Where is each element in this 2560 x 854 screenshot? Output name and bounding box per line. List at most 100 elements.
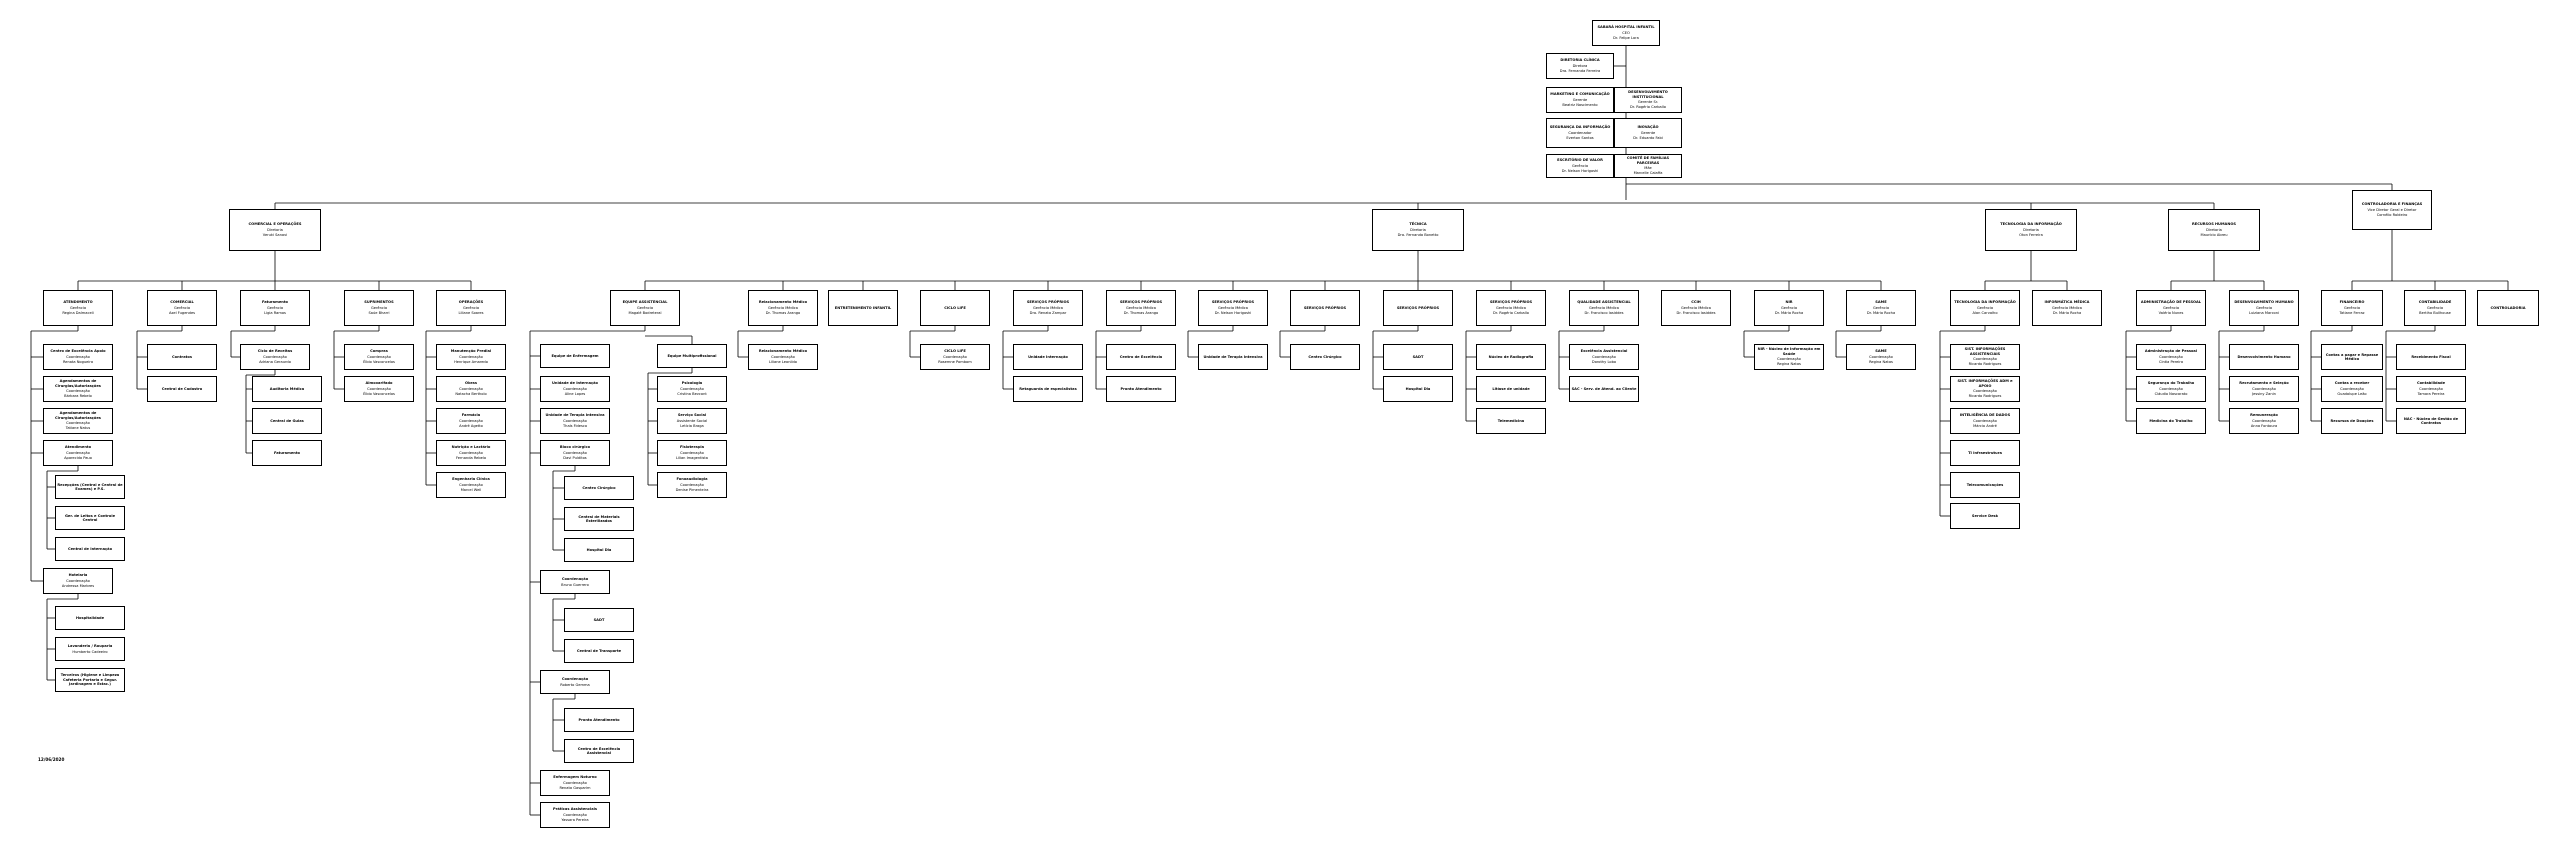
org-box-line: Rosemne Pombom [938, 360, 972, 365]
org-box-title: COMERCIAL E OPERAÇÕES [248, 222, 302, 227]
org-box-cme: Central de Materiais Esterilizados [564, 507, 634, 531]
org-box-title: Recursos de Doações [2330, 418, 2374, 423]
org-box-title: Pronto Atendimento [1120, 386, 1162, 391]
org-box-line: Ricardo Rodrigues [1968, 362, 2002, 367]
org-box-line: Letícia Braga [680, 424, 704, 429]
org-box-title: Ger. de Leitos e Controle Central [64, 513, 116, 522]
org-box-hospital-dia-sp: Hospital Dia [1383, 376, 1453, 402]
org-box-title: Service Desk [1971, 513, 1999, 518]
org-box-title: Central de Guias [270, 418, 304, 423]
org-box-medicina-trab: Medicina do Trabalho [2136, 408, 2206, 434]
org-box-title: Fisioterapia [679, 445, 705, 450]
org-box-title: Litíase de unidade [1492, 386, 1530, 391]
org-box-title: Atendimento [64, 445, 92, 450]
org-box-title: Faturamento [261, 300, 289, 305]
org-box-line: Coordenação [66, 389, 90, 393]
org-box-terceiros: Terceiros (Higiene e Limpeza Cafeteria P… [55, 668, 125, 692]
org-box-title: CICLO LIFE [944, 305, 966, 310]
org-box-title: Unidade Internação [1028, 354, 1068, 359]
org-box-title: Recepções (Central e Central de Exames) … [57, 482, 123, 491]
org-box-line: Coordenação [459, 418, 483, 423]
org-box-title: Telemedicina [1497, 418, 1525, 423]
org-box-contratos: Contratos [147, 344, 217, 370]
org-box-line: Coordenação [1592, 354, 1616, 359]
org-box-line: Coordenação [1869, 354, 1893, 359]
org-box-title: DESENVOLVIMENTO HUMANO [2234, 300, 2294, 305]
org-box-line: Márcio André [1973, 424, 1997, 429]
org-box-title: CCIH [1691, 300, 1701, 305]
org-box-line: Beatriz Nascimento [1562, 103, 1598, 108]
org-box-title: TECNOLOGIA DA INFORMAÇÃO [2000, 222, 2062, 227]
org-box-line: Dr. Thomas Arango [1123, 311, 1159, 316]
org-box-line: Coordenação [2159, 386, 2183, 391]
org-box-line: Bruno Guerrero [561, 582, 589, 587]
org-box-title: Ciclo de Receitas [257, 349, 293, 354]
org-box-desenv-humano-sub: Desenvolvimento Humano [2229, 344, 2299, 370]
org-box-title: Nutrição e Lactário [451, 445, 491, 450]
org-box-line: Oton Ferreira [2019, 233, 2043, 238]
org-box-title: Almoxarifado [365, 381, 393, 386]
org-box-title: SERVIÇOS PRÓPRIOS [1119, 300, 1163, 305]
org-box-title: Hotelaria [68, 573, 88, 578]
org-box-centro-cir: Centro Cirúrgico [564, 476, 634, 500]
org-box-title: EQUIPE ASSISTENCIAL [622, 300, 668, 305]
org-box-title: MARKETING E COMUNICAÇÃO [1550, 92, 1610, 97]
org-box-contas-pagar: Contas a pagar e Repasse Médico [2321, 344, 2383, 370]
org-box-title: Obras [465, 381, 477, 386]
org-box-line: Coordenação [680, 450, 704, 455]
org-box-infraestrutura: TI Infraestrutura [1950, 440, 2020, 466]
org-box-line: Coordenação [66, 578, 90, 583]
chart-date: 12/06/2020 [38, 757, 65, 762]
org-box-title: SERVIÇOS PRÓPRIOS [1489, 300, 1533, 305]
org-box-title: CONTABILIDADE [2418, 300, 2452, 305]
org-box-line: Gerência [173, 305, 191, 310]
org-box-line: Regina Natas [1869, 360, 1893, 365]
org-box-centro-exc-sp: Centro de Excelência [1106, 344, 1176, 370]
org-box-line: Veruki Sanavi [262, 233, 288, 238]
org-box-ciclo-life: CICLO LIFE [920, 290, 990, 326]
org-box-line: Gerência Médica [1033, 305, 1063, 310]
org-box-line: Gerência [1872, 305, 1890, 310]
org-box-line: Gerência Médica [1496, 305, 1526, 310]
org-box-line: Coordenação [2340, 386, 2364, 391]
org-box-entretenimento: ENTRETENIMENTO INFANTIL [828, 290, 898, 326]
org-box-line: Gerência [2343, 305, 2361, 310]
org-box-line: Dr. Nelson Horigoshi [1561, 169, 1599, 174]
org-box-line: Roberto Gemma [560, 682, 590, 687]
org-box-line: Gerente Sr. [1637, 100, 1659, 104]
org-box-line: Magalé Bodreteral [628, 311, 662, 316]
org-box-retaguarda: Retaguarda de especialistas [1013, 376, 1083, 402]
org-box-title: INOVAÇÃO [1637, 125, 1659, 130]
org-box-title: Farmácia [461, 413, 481, 418]
org-box-hospitalidade: Hospitalidade [55, 606, 125, 630]
org-box-title: Bloco cirúrgico [559, 445, 591, 450]
org-box-title: Administração de Pessoal [2144, 349, 2198, 354]
org-box-recebimento-fiscal: Recebimento Fiscal [2396, 344, 2466, 370]
org-box-title: Serviço Social [677, 413, 707, 418]
org-box-line: Tatiane Natus [65, 426, 91, 431]
